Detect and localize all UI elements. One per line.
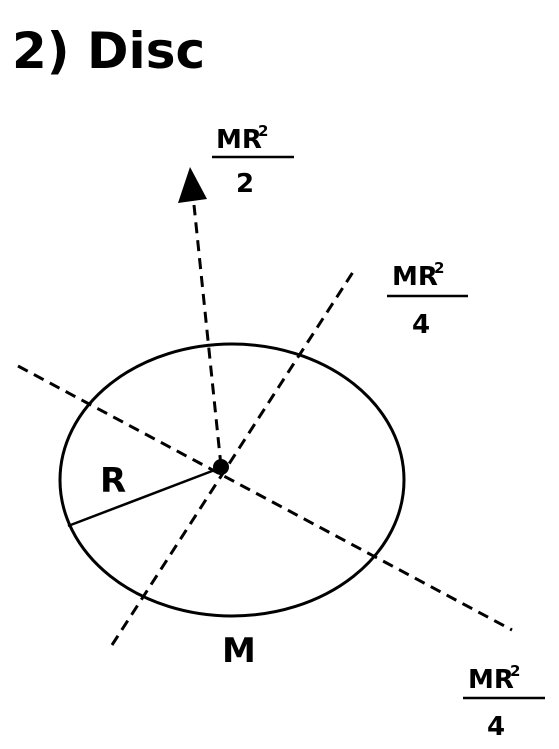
perpendicular-moment-exponent: 2 [258, 122, 268, 140]
diameter-axis-1-numerator: MR [468, 665, 514, 695]
page-title: 2) Disc [12, 22, 205, 80]
perpendicular-axis-arrowhead [178, 167, 207, 203]
perpendicular-moment-numerator: MR [216, 125, 262, 155]
disc-outline [58, 342, 406, 618]
perpendicular-moment-denominator: 2 [236, 169, 254, 199]
radius-line [67, 466, 221, 528]
diameter-axis-2-line [110, 271, 355, 646]
diameter-axis-2-exponent: 2 [434, 259, 444, 277]
radius-label: R [100, 461, 126, 501]
diameter-axis-1-denominator: 4 [487, 712, 505, 742]
diameter-axis-1-moment-fraction: MR 2 4 [463, 662, 545, 742]
center-dot [213, 459, 229, 475]
perpendicular-axis-line [192, 204, 223, 467]
diameter-axis-2-denominator: 4 [412, 310, 430, 340]
diameter-axis-1-exponent: 2 [510, 662, 520, 680]
diameter-axis-2-moment-fraction: MR 2 4 [387, 259, 468, 340]
mass-label: M [222, 631, 256, 671]
diameter-axis-2-numerator: MR [392, 262, 438, 292]
perpendicular-moment-fraction: MR 2 2 [212, 122, 294, 199]
diameter-axis-1-line [17, 364, 513, 632]
